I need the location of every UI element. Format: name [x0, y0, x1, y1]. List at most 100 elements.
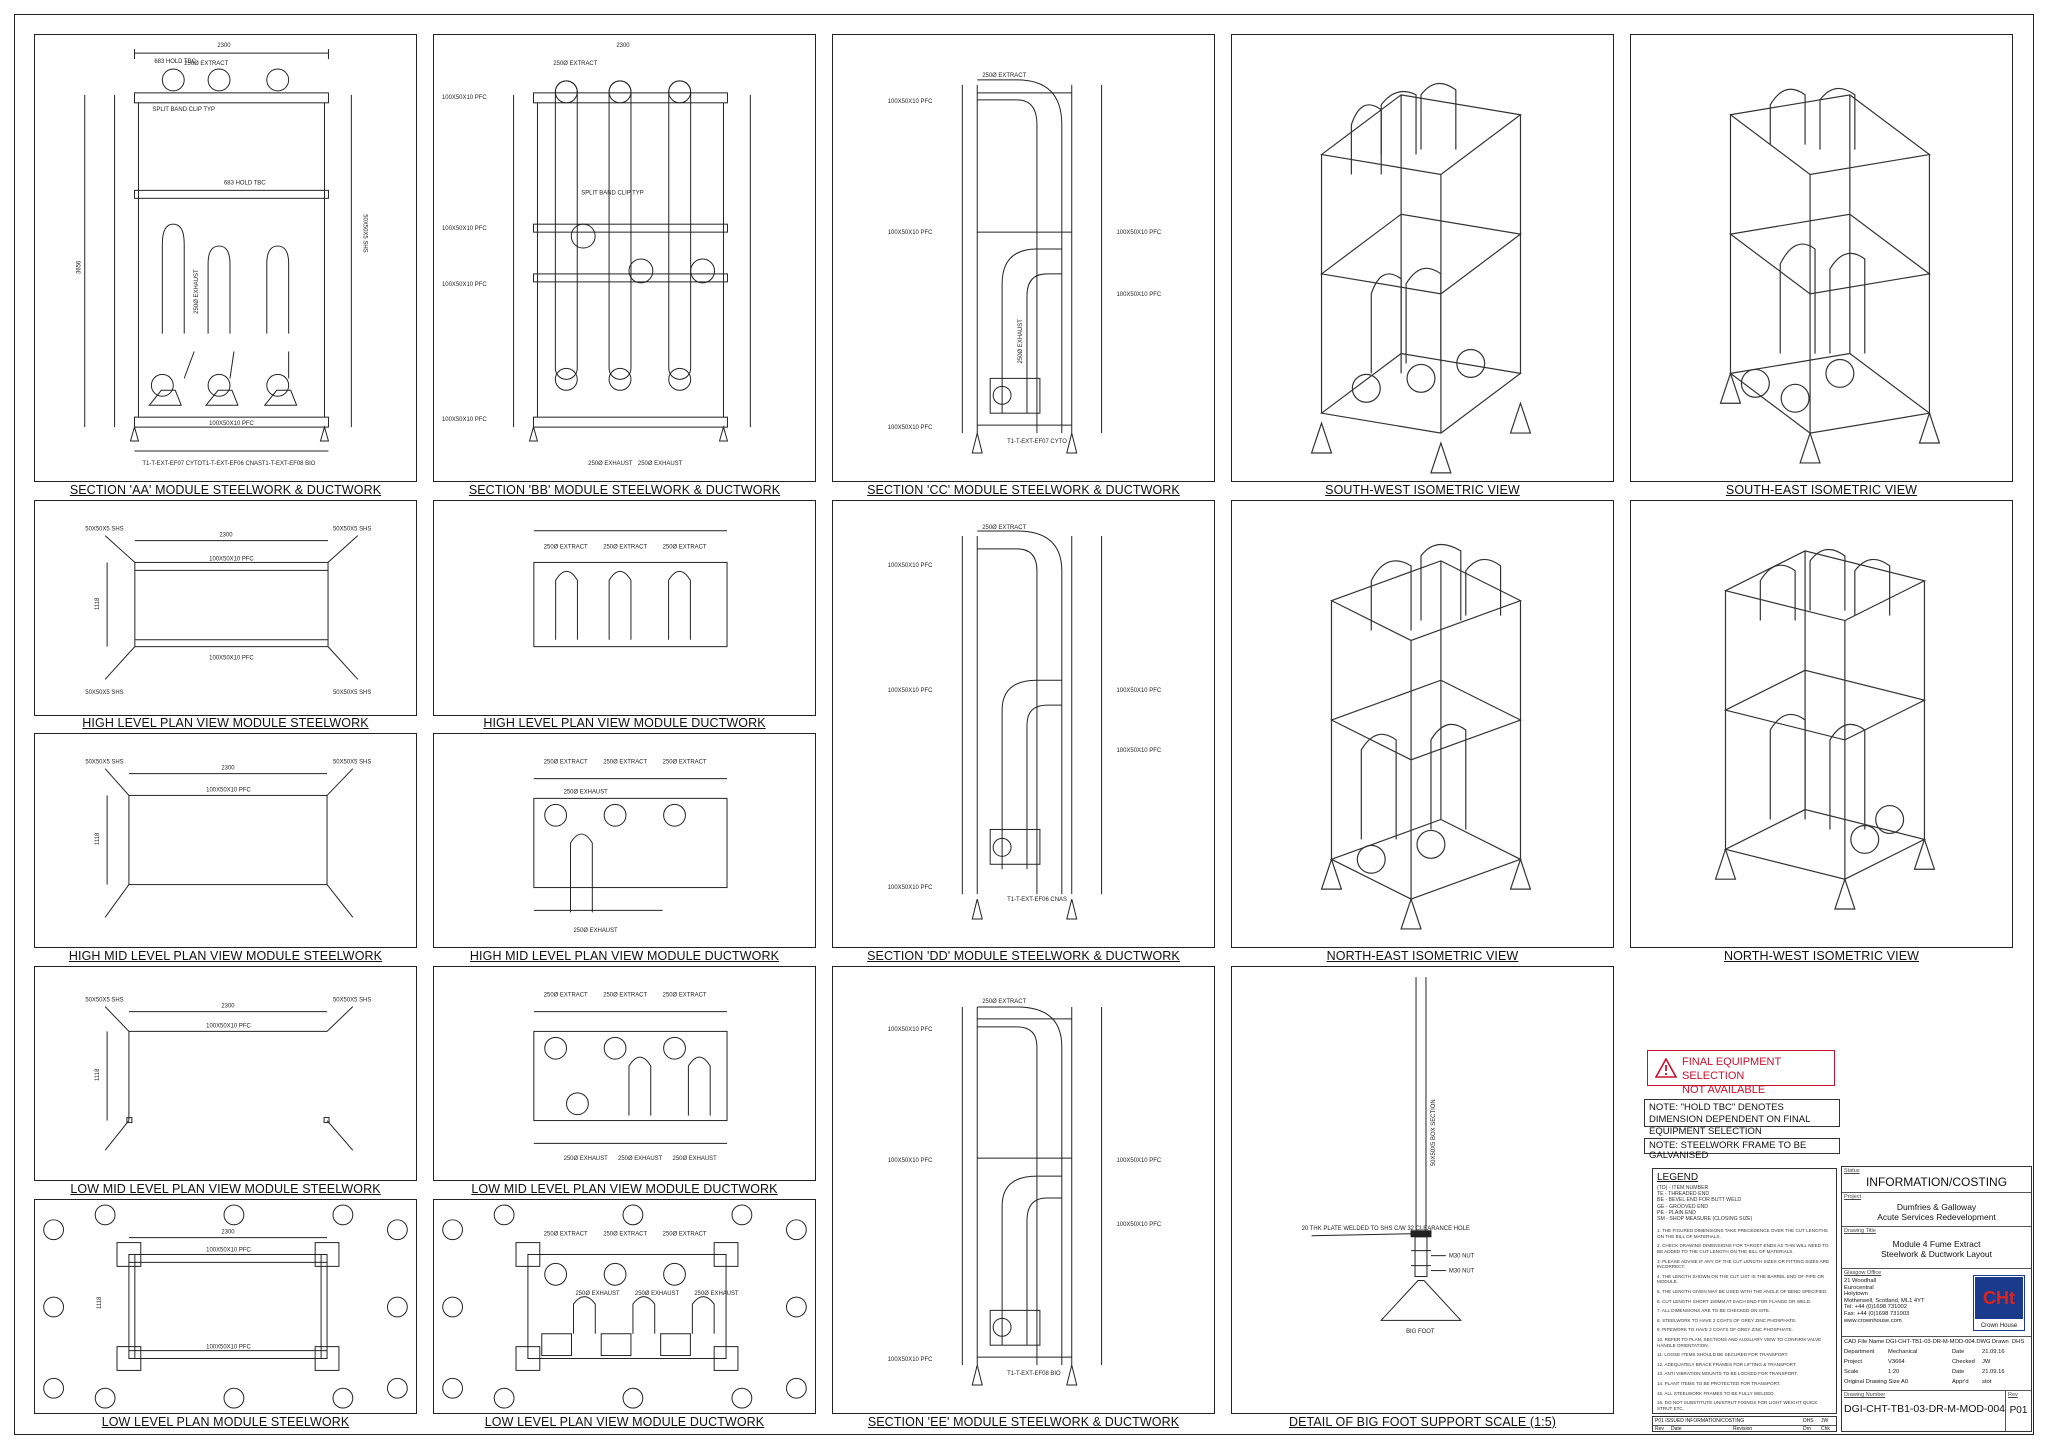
lld-exhaust-1: 250Ø EXHAUST [575, 1291, 620, 1297]
office-line: Fax: +44 (0)1698 731003 [1844, 1310, 1910, 1317]
cc-pfc-right: 100X50X10 PFC [1117, 230, 1162, 236]
cc-pfc-base: 100X50X10 PFC [888, 425, 933, 431]
hls-shs-tr: 50X50X5 SHS [333, 527, 371, 533]
legend-title: LEGEND [1657, 1172, 1699, 1183]
appd-label: Appr'd [1952, 1379, 1969, 1385]
hml-steel-drawing: 2300 100X50X10 PFC 1118 50X50X5 SHS 50X5… [85, 760, 371, 918]
legend-item: BE - BEVEL END FOR BUTT WELD [1657, 1197, 1742, 1204]
caption-lml-steel: LOW MID LEVEL PLAN VIEW MODULE STEELWORK [70, 1182, 381, 1196]
cad-file: CAD File Name DGI-CHT-TB1-03-DR-M-MOD-00… [1844, 1339, 1991, 1345]
hls-depth: 1118 [95, 597, 101, 610]
hls-shs-br: 50X50X5 SHS [333, 690, 371, 696]
date-value: 21.09.16 [1982, 1349, 2005, 1355]
hml-steel-panel: 2300 100X50X10 PFC 1118 50X50X5 SHS 50X5… [34, 733, 417, 948]
legend-note: 9. PIPEWORK TO HAVE 2 COATS OF GREY ZINC… [1657, 1327, 1793, 1333]
hmld-extract-2: 250Ø EXTRACT [603, 760, 647, 766]
lld-exhaust-3: 250Ø EXHAUST [694, 1291, 739, 1297]
equipment-warning: FINAL EQUIPMENT SELECTION NOT AVAILABLE [1647, 1050, 1835, 1096]
revision-strip: P01 ISSUED INFORMATION/COSTING DHS JW Re… [1652, 1416, 1837, 1432]
legend-note: 13. ANTI VIBRATION MOUNTS TO BE LOCKED F… [1657, 1371, 1798, 1377]
hld-extract-1: 250Ø EXTRACT [544, 545, 588, 551]
lmld-exhaust-1: 250Ø EXHAUST [564, 1156, 609, 1162]
revision-chk: JW [1821, 1418, 1829, 1424]
bb-pfc-base: 100X50X10 PFC [442, 417, 487, 423]
dd-fan: T1-T-EXT-EF06 CNAS [1007, 897, 1067, 903]
logo-text: CHt [1983, 1288, 2015, 1308]
legend-note: 8. STEELWORK TO HAVE 2 COATS OF GREY ZIN… [1657, 1317, 1797, 1323]
crown-house-logo: CHt Crown House [1973, 1275, 2025, 1331]
dd-pfc-mid: 100X50X10 PFC [888, 688, 933, 694]
bigfoot-section-label: 50X50X5 BOX SECTION [1431, 1099, 1437, 1166]
legend-item: (TD) - ITEM NUMBER [1657, 1185, 1709, 1191]
lld-extract-2: 250Ø EXTRACT [603, 1232, 647, 1238]
iso-nw-panel [1630, 500, 2013, 948]
bigfoot-panel: 20 THK PLATE WELDED TO SHS C/W 32 CLEARA… [1231, 966, 1614, 1414]
caption-iso-ne: NORTH-EAST ISOMETRIC VIEW [1326, 949, 1519, 963]
aa-shs-label: 50X50X5 SHS [361, 214, 367, 252]
drawn-label: Drawn [1992, 1339, 2009, 1345]
revision-h-date: Date [1671, 1426, 1682, 1432]
caption-bigfoot: DETAIL OF BIG FOOT SUPPORT SCALE (1:5) [1288, 1415, 1557, 1429]
caption-hml-duct: HIGH MID LEVEL PLAN VIEW MODULE DUCTWORK [469, 949, 780, 963]
lmls-width: 2300 [221, 1004, 235, 1010]
date2-value: 21.09.16 [1982, 1369, 2005, 1375]
cc-exhaust: 250Ø EXHAUST [1018, 319, 1024, 364]
hmld-exhaust-bottom: 250Ø EXHAUST [573, 928, 618, 934]
hl-duct-panel: 250Ø EXTRACT 250Ø EXTRACT 250Ø EXTRACT [433, 500, 816, 716]
iso-se-panel [1630, 34, 2013, 482]
caption-section-bb: SECTION 'BB' MODULE STEELWORK & DUCTWORK [468, 483, 781, 497]
warning-icon [1655, 1058, 1677, 1078]
bb-exhaust-2: 250Ø EXHAUST [638, 461, 683, 467]
caption-section-cc: SECTION 'CC' MODULE STEELWORK & DUCTWORK [867, 483, 1180, 497]
iso-ne-panel [1231, 500, 1614, 948]
section-ee-drawing: 100X50X10 PFC 100X50X10 PFC 100X50X10 PF… [888, 999, 1162, 1386]
aa-hold-dim: 683 HOLD TBC [154, 59, 196, 65]
legend-note: 6. CUT LENGTH SHORT 150MM AT EACH END FO… [1657, 1298, 1812, 1304]
hmld-extract-3: 250Ø EXTRACT [663, 760, 707, 766]
cc-fan: T1-T-EXT-EF07 CYTO [1007, 439, 1067, 445]
iso-sw-drawing [1310, 82, 1532, 474]
revision-h-drn: Drn [1803, 1426, 1812, 1432]
hls-pfc-top: 100X50X10 PFC [209, 556, 254, 562]
lmls-depth: 1118 [95, 1068, 101, 1081]
hmls-shs-tr: 50X50X5 SHS [333, 760, 371, 766]
caption-lml-duct: LOW MID LEVEL PLAN VIEW MODULE DUCTWORK [471, 1182, 778, 1196]
caption-hl-steel: HIGH LEVEL PLAN VIEW MODULE STEELWORK [82, 716, 369, 730]
drawing-title-line-1: Module 4 Fume Extract [1892, 1239, 1981, 1249]
bb-pfc-low: 100X50X10 PFC [442, 282, 487, 288]
cc-pfc-top: 100X50X10 PFC [888, 99, 933, 105]
aa-pfc-label: 100X50X10 PFC [209, 421, 254, 427]
status-value: INFORMATION/COSTING [1865, 1175, 2008, 1189]
scale-label: Scale [1844, 1369, 1859, 1375]
office-line: 21 Woodhall [1844, 1278, 1877, 1284]
section-cc-panel: 100X50X10 PFC 100X50X10 PFC 100X50X10 PF… [832, 34, 1215, 482]
lls-pfc-bottom: 100X50X10 PFC [206, 1345, 251, 1351]
revision-h-rev: Rev [1655, 1426, 1664, 1432]
legend-item: SM - SHOP MEASURE (CLOSING SIZE) [1657, 1216, 1753, 1223]
legend-note: 2. CHECK DRAWING DIMENSIONS FOR TARGET E… [1657, 1243, 1829, 1254]
bigfoot-plate-label: 20 THK PLATE WELDED TO SHS C/W 32 CLEARA… [1302, 1226, 1470, 1232]
project-no-label: Project [1844, 1359, 1863, 1365]
rev-value: P01 [2009, 1405, 2028, 1416]
checked-value: JW [1982, 1359, 1991, 1365]
ee-pfc-mid: 100X50X10 PFC [888, 1158, 933, 1164]
legend-note: 4. THE LENGTH SHOWN ON THE CUT LIST IS T… [1657, 1273, 1825, 1285]
hml-duct-drawing: 250Ø EXTRACT 250Ø EXTRACT 250Ø EXTRACT 2… [533, 760, 728, 934]
office-line: Holytown [1844, 1291, 1868, 1298]
ll-duct-drawing: 250Ø EXTRACT 250Ø EXTRACT 250Ø EXTRACT 2… [442, 1204, 807, 1409]
hls-pfc-bottom: 100X50X10 PFC [209, 656, 254, 662]
appd-value: stot [1982, 1379, 1992, 1385]
legend-note: 3. PLEASE ADVISE IF ANY OF THE CUT LENGT… [1657, 1258, 1830, 1270]
aa-split-band-label: SPLIT BAND CLIP TYP [152, 107, 215, 113]
aa-hold-dim-2: 683 HOLD TBC [224, 180, 266, 186]
caption-hl-duct: HIGH LEVEL PLAN VIEW MODULE DUCTWORK [483, 716, 766, 730]
section-bb-panel: 2300 250Ø EXTRACT 100X50X10 PFC 100X50X1… [433, 34, 816, 482]
ll-steel-panel: 2300 100X50X10 PFC 100X50X10 PFC 1118 [34, 1199, 417, 1414]
lmld-extract-1: 250Ø EXTRACT [544, 993, 588, 999]
project-label: Project [1844, 1194, 1862, 1200]
aa-extract-label: 250Ø EXTRACT [184, 61, 228, 67]
legend-note: 15. ALL STEELWORK FRAMES TO BE FULLY WEL… [1657, 1390, 1775, 1396]
hold-tbc-note: NOTE: "HOLD TBC" DENOTES DIMENSION DEPEN… [1644, 1099, 1840, 1137]
size-label: Original Drawing Size A0 [1844, 1379, 1909, 1385]
